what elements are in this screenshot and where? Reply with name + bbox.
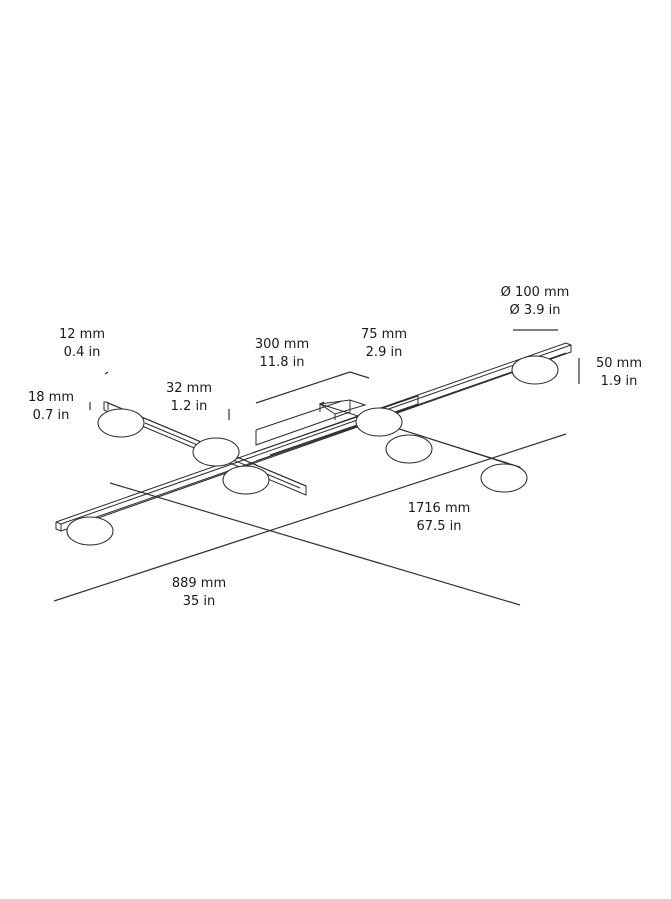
- label-shade-diameter: Ø 100 mm Ø 3.9 in: [500, 285, 570, 318]
- shade-disc-5: [355, 407, 403, 437]
- main-bar-long: [55, 342, 572, 532]
- label-canopy-width: 75 mm 2.9 in: [360, 327, 408, 360]
- label-overall-width: 889 mm 35 in: [171, 576, 227, 609]
- dimension-line-889: [53, 433, 567, 602]
- label-canopy-length: 300 mm 11.8 in: [254, 337, 310, 370]
- label-shade-drop: 32 mm 1.2 in: [165, 381, 213, 414]
- dimension-line-1716: [109, 482, 521, 606]
- dimension-line-75: [349, 371, 370, 379]
- label-bar-height: 18 mm 0.7 in: [27, 390, 75, 423]
- dimension-line-300: [255, 371, 351, 404]
- shade-disc-4: [66, 516, 114, 546]
- shade-disc-6: [385, 434, 433, 464]
- shade-disc-3: [222, 465, 270, 495]
- shade-disc-7: [480, 463, 528, 493]
- label-overall-height: 50 mm 1.9 in: [595, 356, 643, 389]
- label-overall-length: 1716 mm 67.5 in: [407, 501, 471, 534]
- canopy: [255, 399, 367, 446]
- shade-disc-2: [192, 437, 240, 467]
- shade-disc-8: [511, 355, 559, 385]
- label-bar-width: 12 mm 0.4 in: [58, 327, 106, 360]
- dimension-tick-12: [104, 371, 109, 375]
- shade-disc-1: [97, 408, 145, 438]
